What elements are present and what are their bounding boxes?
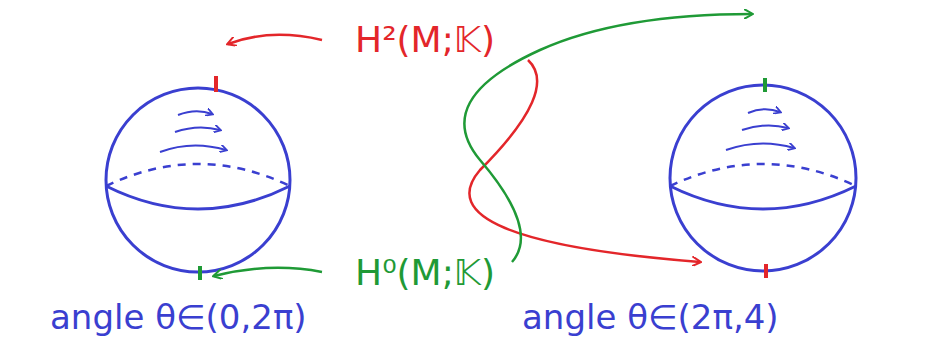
angle-caption: angle θ∈(0,2π) bbox=[50, 299, 307, 336]
point-mark bbox=[198, 266, 202, 280]
point-mark bbox=[764, 264, 768, 278]
cohomology-label: H⁰(M;𝕂) bbox=[355, 253, 495, 293]
leader-arrow bbox=[214, 268, 322, 276]
leader-arrow bbox=[228, 35, 322, 44]
cohomology-label: H²(M;𝕂) bbox=[355, 20, 495, 60]
point-mark bbox=[214, 76, 218, 92]
angle-caption: angle θ∈(2π,4) bbox=[522, 299, 779, 336]
sphere bbox=[670, 85, 856, 271]
point-mark bbox=[763, 78, 767, 92]
leader-arrow bbox=[464, 14, 752, 262]
leader-arrow bbox=[469, 60, 700, 262]
sphere bbox=[106, 88, 290, 272]
